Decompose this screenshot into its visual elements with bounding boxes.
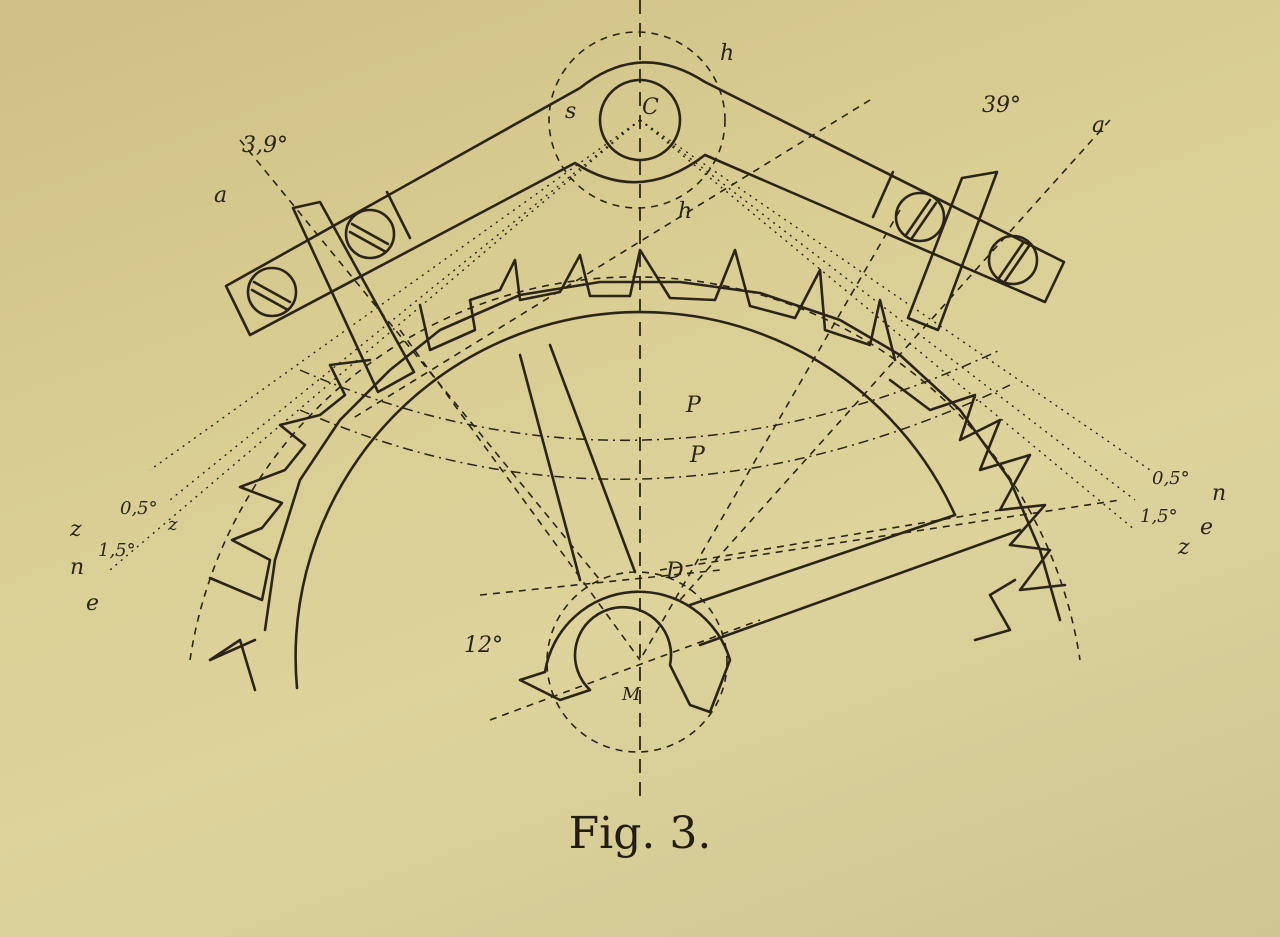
screw-left-inner (344, 208, 396, 260)
escape-wheel-teeth (208, 248, 1067, 692)
label-h-lower: h (678, 199, 692, 224)
label-left-z: z (69, 517, 82, 542)
anchor-hub-circle (598, 78, 682, 162)
figure-caption: Fig. 3. (568, 808, 712, 859)
screw-right-outer (987, 234, 1039, 286)
escape-wheel-spoke-right (688, 513, 1022, 647)
screw-right-inner (894, 191, 946, 243)
label-angle-left: 3,9° (242, 133, 288, 158)
label-s: s (565, 99, 576, 124)
arbor-circle-s (548, 31, 726, 209)
label-left-n: n (70, 555, 84, 580)
label-P-upper: P (685, 393, 702, 418)
label-D: D (665, 559, 684, 584)
right-pallet-stone (906, 170, 999, 332)
screw-left-outer (246, 266, 298, 318)
label-P-lower: P (689, 443, 706, 468)
wheel-dashed-circle-outer (189, 276, 1081, 661)
pitch-curve-p-upper (299, 349, 1001, 442)
label-right-e: e (1200, 515, 1213, 540)
label-a-right: a (1092, 113, 1105, 138)
escape-wheel-outer-rim (263, 280, 1062, 632)
label-right-n: n (1212, 481, 1226, 506)
construction-lines (109, 99, 1151, 721)
label-h-top: h (720, 41, 734, 66)
label-left-z2: z (167, 514, 178, 535)
label-M: M (621, 684, 641, 705)
label-a-left: a (214, 183, 227, 208)
left-arm-divider (385, 190, 412, 240)
label-right-1-5: 1,5° (1140, 506, 1178, 527)
left-pallet-stone (291, 200, 416, 394)
label-angle-12: 12° (464, 633, 503, 658)
escape-wheel-inner-rim (294, 310, 957, 690)
label-right-0-5: 0,5° (1152, 468, 1190, 489)
escape-wheel-spoke-left (518, 343, 637, 582)
escape-wheel-hub (518, 590, 732, 714)
label-C: C (642, 95, 659, 120)
right-arm-divider (871, 170, 895, 219)
pitch-curve-p-lower (299, 384, 1011, 480)
label-left-0-5: 0,5° (120, 498, 158, 519)
hub-dashed-circle (546, 571, 728, 753)
label-right-z: z (1177, 535, 1190, 560)
label-angle-right: 39° (982, 93, 1021, 118)
label-left-1-5: 1,5° (98, 540, 136, 561)
anchor-arms (224, 61, 1066, 337)
label-left-e: e (86, 591, 99, 616)
